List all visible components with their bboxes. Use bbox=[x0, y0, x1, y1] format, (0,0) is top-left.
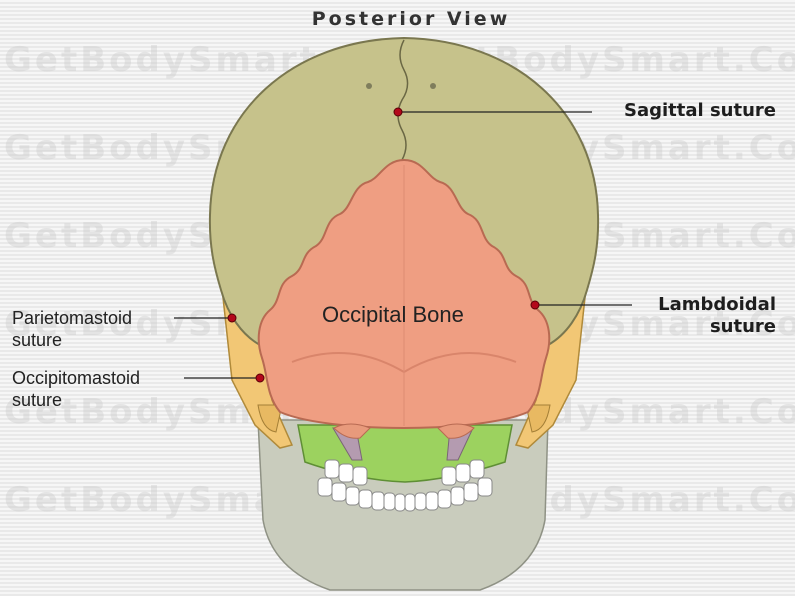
sagittal-suture-line bbox=[397, 39, 409, 161]
parietal-foramen-left bbox=[366, 83, 372, 89]
label-lambdoidal-line1: Lambdoidal bbox=[658, 294, 776, 315]
label-parietomastoid-line2: suture bbox=[12, 330, 63, 350]
diagram-title: Posterior View bbox=[311, 8, 511, 30]
mastoid-process-left bbox=[257, 404, 283, 433]
marker-occipitomastoid bbox=[255, 373, 265, 383]
label-occipitomastoid-line2: suture bbox=[12, 390, 63, 410]
label-occipitomastoid-line1: Occipitomastoid bbox=[12, 368, 141, 388]
label-sagittal-suture: Sagittal suture bbox=[540, 100, 776, 122]
marker-lambdoidal bbox=[530, 300, 540, 310]
label-sagittal-text: Sagittal suture bbox=[624, 100, 776, 121]
label-occipital-bone: Occipital Bone bbox=[322, 302, 464, 327]
teeth bbox=[317, 459, 493, 512]
label-occipitomastoid-suture: Occipitomastoid suture bbox=[12, 367, 140, 411]
label-parietomastoid-suture: Parietomastoid suture bbox=[12, 307, 132, 351]
occipital-condyle-right bbox=[437, 423, 475, 439]
parietal-foramen-right bbox=[430, 83, 436, 89]
label-lambdoidal-line2: suture bbox=[709, 316, 776, 337]
marker-parietomastoid bbox=[227, 313, 237, 323]
mastoid-process-right bbox=[525, 404, 551, 433]
occipital-condyle-left bbox=[333, 423, 371, 439]
label-parietomastoid-line1: Parietomastoid bbox=[12, 308, 133, 328]
marker-sagittal bbox=[393, 107, 403, 117]
label-lambdoidal-suture: Lambdoidal suture bbox=[600, 294, 776, 338]
